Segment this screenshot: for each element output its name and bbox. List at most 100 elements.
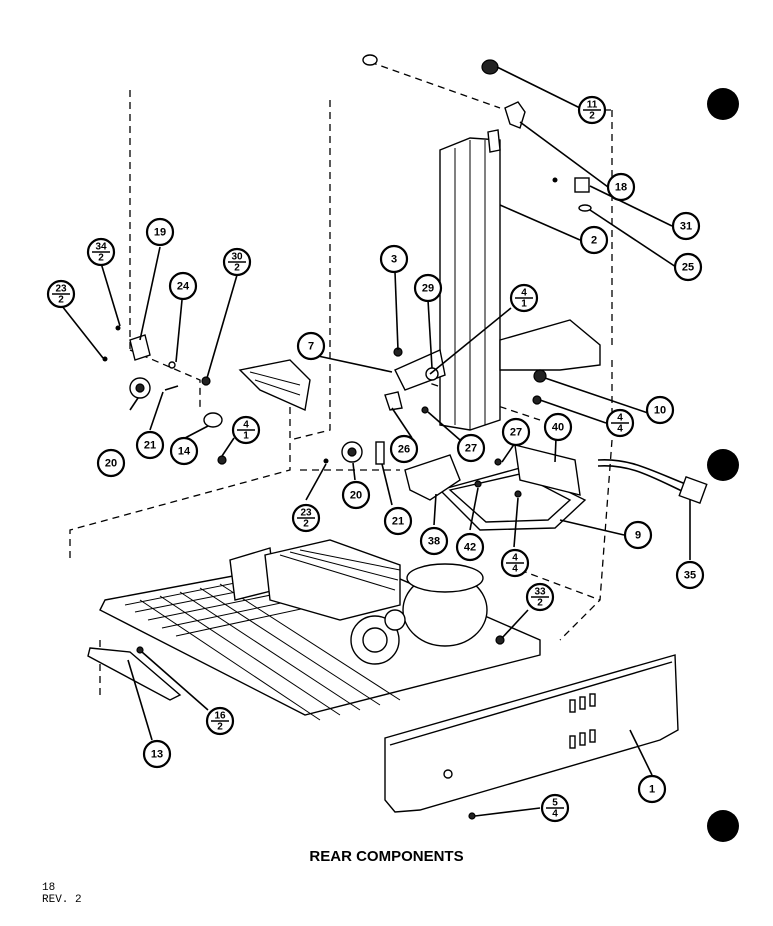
callout-10: 10 <box>645 395 675 425</box>
callout-number: 24 <box>177 281 190 293</box>
callout-7: 7 <box>296 331 326 361</box>
callout-number: 21 <box>144 440 156 452</box>
callout-numerator: 33 <box>534 587 546 598</box>
callout-denominator: 1 <box>243 431 249 442</box>
callout-16-2: 162 <box>205 706 235 736</box>
callout-4-4a: 44 <box>605 408 635 438</box>
callout-number: 27 <box>465 443 477 455</box>
callout-number: 14 <box>178 446 191 458</box>
revision-label: REV. 2 <box>42 894 82 906</box>
callout-27a: 27 <box>456 433 486 463</box>
callout-35: 35 <box>675 560 705 590</box>
callout-number: 25 <box>682 262 694 274</box>
callout-number: 2 <box>591 235 597 247</box>
callout-13: 13 <box>142 739 172 769</box>
binder-hole-top <box>707 88 739 120</box>
callout-denominator: 2 <box>537 598 543 609</box>
callout-numerator: 16 <box>214 711 226 722</box>
callout-number: 18 <box>615 182 627 194</box>
callout-21a: 21 <box>135 430 165 460</box>
leader-lines <box>61 66 691 817</box>
callout-numerator: 5 <box>552 798 558 809</box>
callout-number: 21 <box>392 516 404 528</box>
callout-number: 26 <box>398 444 410 456</box>
left-side-parts <box>102 325 311 465</box>
callout-23-2b: 232 <box>291 503 321 533</box>
callout-number: 7 <box>308 341 314 353</box>
diagram-caption: REAR COMPONENTS <box>309 848 464 865</box>
callout-42: 42 <box>455 532 485 562</box>
callout-5-4: 54 <box>540 793 570 823</box>
callout-denominator: 2 <box>234 263 240 274</box>
drain-pan-assembly <box>404 444 587 531</box>
callout-11-2: 112 <box>577 95 607 125</box>
callout-number: 1 <box>649 784 655 796</box>
callout-numerator: 4 <box>512 553 518 564</box>
callout-number: 40 <box>552 422 564 434</box>
callout-numerator: 23 <box>55 284 67 295</box>
callout-14: 14 <box>169 436 199 466</box>
callout-number: 31 <box>680 221 692 233</box>
callout-31: 31 <box>671 211 701 241</box>
callout-20b: 20 <box>341 480 371 510</box>
callout-number: 42 <box>464 542 476 554</box>
machine-compartment-base <box>99 539 541 721</box>
callout-4-4b: 44 <box>500 548 530 578</box>
callout-40: 40 <box>543 412 573 442</box>
rear-duct-part <box>439 129 501 431</box>
base-bracket-part <box>87 646 182 701</box>
upper-right-shroud <box>499 319 601 371</box>
callout-number: 9 <box>635 530 641 542</box>
power-cord-part <box>597 459 708 505</box>
callout-number: 20 <box>105 458 117 470</box>
callout-9: 9 <box>623 520 653 550</box>
callout-29: 29 <box>413 273 443 303</box>
callout-19: 19 <box>145 217 175 247</box>
callout-denominator: 2 <box>98 253 104 264</box>
callout-number: 13 <box>151 749 163 761</box>
callout-denominator: 2 <box>217 722 223 733</box>
callout-number: 29 <box>422 283 434 295</box>
callout-number: 38 <box>428 536 440 548</box>
callout-numerator: 4 <box>243 420 249 431</box>
callout-18: 18 <box>606 172 636 202</box>
callout-38: 38 <box>419 526 449 556</box>
binder-hole-middle <box>707 449 739 481</box>
callout-33-2: 332 <box>525 582 555 612</box>
callout-number: 20 <box>350 490 362 502</box>
callout-21b: 21 <box>383 506 413 536</box>
callout-numerator: 4 <box>521 288 527 299</box>
callout-denominator: 4 <box>617 424 623 435</box>
callout-denominator: 2 <box>58 295 64 306</box>
page-number: 18 <box>42 882 56 894</box>
callout-number: 35 <box>684 570 696 582</box>
callout-4-1a: 41 <box>509 283 539 313</box>
callout-numerator: 30 <box>231 252 243 263</box>
callout-1: 1 <box>637 774 667 804</box>
callout-number: 3 <box>391 254 397 266</box>
callout-numerator: 34 <box>95 242 107 253</box>
callout-30-2: 302 <box>222 247 252 277</box>
callout-27b: 27 <box>501 417 531 447</box>
callout-2: 2 <box>579 225 609 255</box>
callout-3: 3 <box>379 244 409 274</box>
callout-20a: 20 <box>96 448 126 478</box>
callout-4-1b: 41 <box>231 415 261 445</box>
callout-denominator: 2 <box>589 111 595 122</box>
callout-number: 10 <box>654 405 666 417</box>
center-bracket-parts <box>323 347 547 465</box>
callout-25: 25 <box>673 252 703 282</box>
callout-denominator: 2 <box>303 519 309 530</box>
callout-denominator: 4 <box>552 809 558 820</box>
callout-denominator: 1 <box>521 299 527 310</box>
callout-number: 27 <box>510 427 522 439</box>
callout-34-2: 342 <box>86 237 116 267</box>
callout-numerator: 23 <box>300 508 312 519</box>
callout-26: 26 <box>389 434 419 464</box>
rear-access-panel <box>384 654 679 820</box>
binder-hole-bottom <box>707 810 739 842</box>
callout-number: 19 <box>154 227 166 239</box>
callout-24: 24 <box>168 271 198 301</box>
